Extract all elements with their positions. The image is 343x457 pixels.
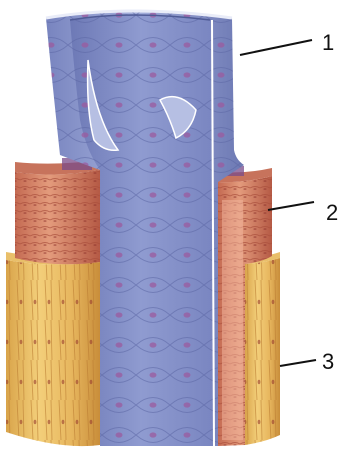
label-2: 2: [326, 200, 338, 225]
label-3-group: 3: [280, 349, 334, 374]
label-1-group: 1: [240, 30, 334, 55]
label-3: 3: [322, 349, 334, 374]
label-2-group: 2: [268, 200, 338, 225]
leader-line-1: [240, 40, 312, 55]
leader-line-2: [268, 202, 314, 210]
leader-line-3: [280, 360, 316, 366]
label-1: 1: [322, 30, 334, 55]
